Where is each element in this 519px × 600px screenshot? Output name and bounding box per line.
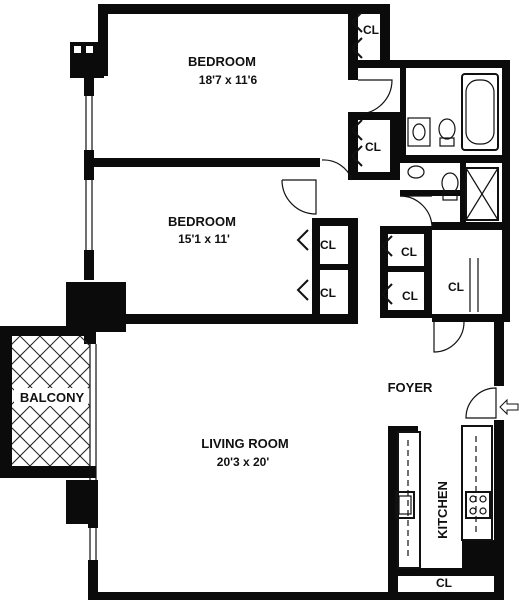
foyer-name: FOYER <box>388 380 433 395</box>
kitchen-name: KITCHEN <box>435 481 450 539</box>
closet-label: CL <box>320 286 336 300</box>
windows <box>85 96 97 560</box>
bedroom-1-dims: 18'7 x 11'6 <box>199 73 258 87</box>
walls <box>0 4 510 600</box>
closet-label: CL <box>365 140 381 154</box>
balcony-hatch <box>12 336 90 466</box>
closet-label: CL <box>448 280 464 294</box>
living-room-dims: 20'3 x 20' <box>217 455 270 469</box>
closet-label: CL <box>402 289 418 303</box>
closet-labels: CL CL CL CL CL CL CL CL <box>320 23 464 590</box>
bedroom-2-dims: 15'1 x 11' <box>178 232 230 246</box>
bedroom-1-name: BEDROOM <box>188 54 256 69</box>
room-labels: BEDROOM 18'7 x 11'6 BEDROOM 15'1 x 11' L… <box>20 54 450 539</box>
living-room-name: LIVING ROOM <box>201 436 288 451</box>
closet-label: CL <box>436 576 452 590</box>
entry-arrow-icon <box>499 398 519 416</box>
closet-label: CL <box>401 245 417 259</box>
closet-label: CL <box>320 238 336 252</box>
closet-label: CL <box>363 23 379 37</box>
doors <box>281 11 497 419</box>
bath-fixtures <box>407 73 499 312</box>
bedroom-2-name: BEDROOM <box>168 214 236 229</box>
kitchen-fixtures <box>395 425 493 569</box>
balcony-name: BALCONY <box>20 390 85 405</box>
